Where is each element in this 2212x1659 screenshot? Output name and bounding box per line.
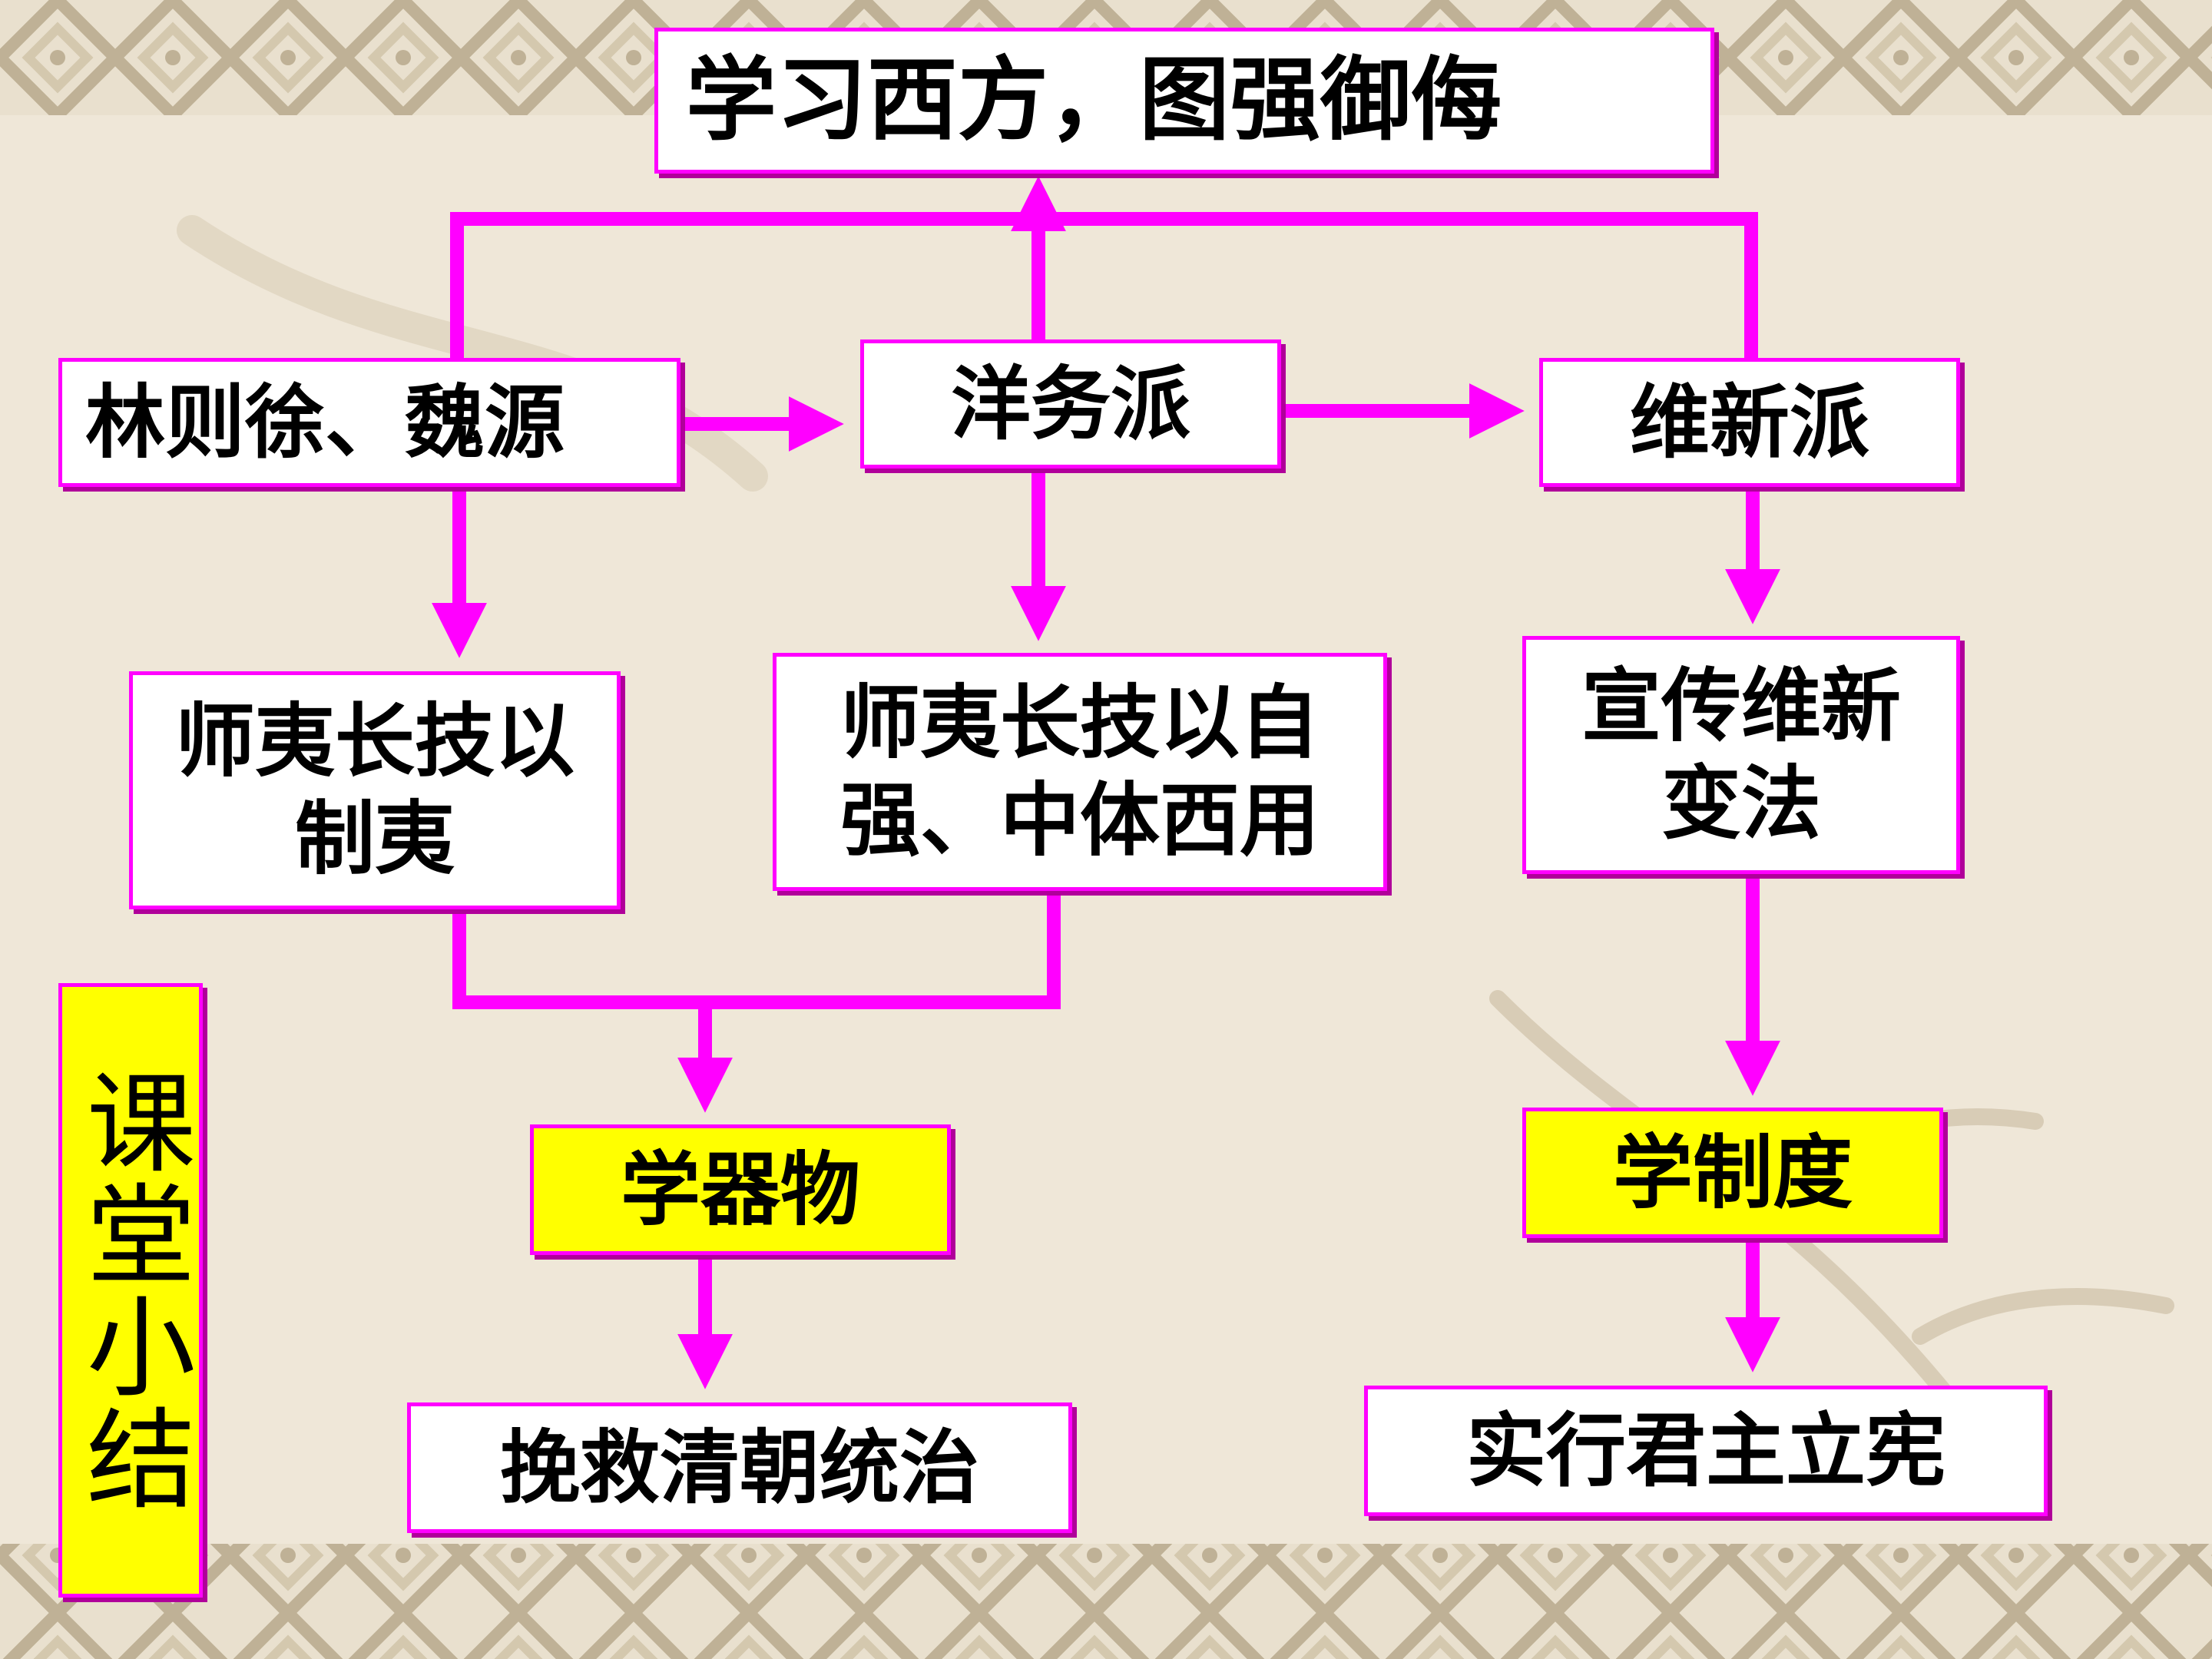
- weixin-idea-line1: 宣传维新: [1581, 659, 1901, 753]
- box-weixin-pai: 维新派: [1539, 358, 1960, 487]
- summary-label: 课堂小结: [67, 1066, 194, 1515]
- yangwu-idea-line1: 师夷长技以自: [839, 676, 1320, 770]
- lin-idea-line1: 师夷长技以: [174, 694, 575, 789]
- title-box: 学习西方，图强御侮: [654, 28, 1714, 174]
- box-lin-zexu-wei-yuan: 林则徐、魏源: [58, 358, 680, 487]
- lin-idea-line2: 制夷: [294, 792, 455, 886]
- yangwu-name: 洋务派: [950, 356, 1190, 451]
- title-text: 学习西方，图强御侮: [686, 47, 1502, 154]
- zhidu-goal: 实行君主立宪: [1465, 1403, 1945, 1498]
- box-wanjiu-qingchao: 挽救清朝统治: [407, 1402, 1072, 1533]
- box-junzhu-lixian: 实行君主立宪: [1364, 1386, 2048, 1516]
- box-weixin-idea: 宣传维新 变法: [1522, 636, 1960, 874]
- weixin-name: 维新派: [1629, 375, 1869, 469]
- summary-label-box: 课堂小结: [58, 983, 203, 1598]
- zhidu-label: 学制度: [1612, 1125, 1853, 1220]
- box-lin-idea: 师夷长技以 制夷: [129, 671, 621, 909]
- box-yangwu-idea: 师夷长技以自 强、中体西用: [773, 653, 1387, 891]
- lin-name: 林则徐、魏源: [85, 375, 565, 469]
- qiwu-goal: 挽救清朝统治: [499, 1420, 979, 1515]
- weixin-idea-line2: 变法: [1661, 757, 1821, 850]
- qiwu-label: 学器物: [620, 1142, 860, 1237]
- box-xue-qiwu: 学器物: [530, 1124, 951, 1255]
- box-xue-zhidu: 学制度: [1522, 1108, 1943, 1238]
- connector-merge-left: [452, 893, 1061, 1009]
- box-yangwu-pai: 洋务派: [860, 339, 1281, 469]
- yangwu-idea-line2: 强、中体西用: [839, 773, 1320, 867]
